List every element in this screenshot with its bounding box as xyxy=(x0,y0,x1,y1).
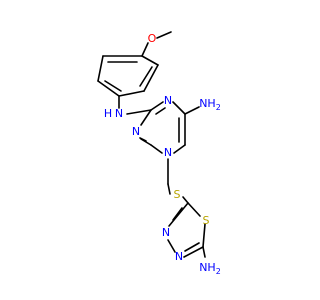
atom-label-nh-hydrogen: H xyxy=(104,107,112,120)
bond-benzene-inner-2 xyxy=(104,80,122,92)
bond-thiadiazole-5 xyxy=(168,202,189,227)
bond-s-thiadiazole xyxy=(182,196,189,204)
atom-label-thiadiazole-nh2-subscript: 2 xyxy=(216,267,221,276)
atom-label-triazine-nh2-subscript: 2 xyxy=(216,103,221,112)
bond-triazine-2 xyxy=(172,101,186,115)
bond-thiadiazole-1 xyxy=(187,202,201,217)
atom-label-triazine-nh2: NH2 xyxy=(199,97,221,112)
bond-o-aryl xyxy=(141,42,149,57)
bond-triazine-5 xyxy=(150,144,163,154)
bond-triazine-nh2 xyxy=(184,106,200,115)
atom-label-thioether-sulfur: S xyxy=(174,188,181,201)
bond-benzene-2 xyxy=(97,55,104,82)
bond-thiadiazole-4 xyxy=(167,239,176,253)
atom-label-triazine-n5: N xyxy=(164,146,172,159)
molecule-drawing: O N H N N N NH2 S S N N NH2 xyxy=(97,31,221,276)
structure-canvas: O N H N N N NH2 S S N N NH2 xyxy=(97,31,221,276)
bond-ch2-s xyxy=(167,183,171,195)
bond-benzene-3 xyxy=(97,80,120,97)
atom-label-thiadiazole-nh: NH xyxy=(199,261,216,274)
bond-triazine-4 xyxy=(173,144,186,154)
atom-label-nh-nitrogen: N xyxy=(115,107,123,120)
atom-label-thiadiazole-n4: N xyxy=(175,250,183,263)
bond-benzene-inner-3 xyxy=(139,66,153,87)
bond-triazine-double-3 xyxy=(139,137,147,142)
bond-nh-triazine xyxy=(126,109,152,115)
bond-thiadiazole-double-1 xyxy=(172,207,183,221)
bond-thiadiazole-double-2 xyxy=(184,242,200,252)
bond-thiadiazole-nh2 xyxy=(202,246,206,258)
atom-label-thiadiazole-n3: N xyxy=(162,226,170,239)
bond-benzene-4 xyxy=(118,90,145,97)
bond-methyl-o xyxy=(156,31,172,39)
bond-benzene-5 xyxy=(143,64,159,92)
bond-thiadiazole-2 xyxy=(202,223,206,248)
atom-label-thiadiazole-nh2: NH2 xyxy=(199,261,221,276)
atom-label-triazine-n1: N xyxy=(164,94,172,107)
bond-benzene-6 xyxy=(141,55,159,66)
bond-triazine-7 xyxy=(140,109,152,126)
atom-label-methoxy-oxygen: O xyxy=(148,32,157,45)
bond-triazine-1 xyxy=(150,101,164,111)
atom-label-triazine-nh: NH xyxy=(199,97,216,110)
bond-thiadiazole-3 xyxy=(183,246,204,258)
atom-label-triazine-n3: N xyxy=(132,125,140,138)
bond-triazine-double-1 xyxy=(155,107,166,115)
atom-label-thiadiazole-sulfur: S xyxy=(203,214,210,227)
